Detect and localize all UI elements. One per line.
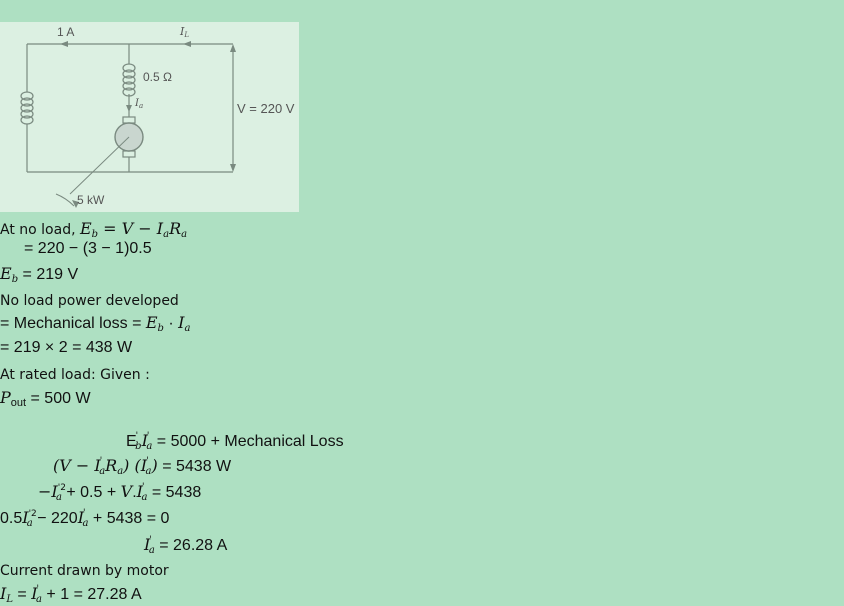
step-220-line: = 220 − (3 − 1)0.5 <box>24 240 152 257</box>
voltage-label: V = 220 V <box>237 101 295 116</box>
il-result-line: IL = I'a + 1 = 27.28 A <box>0 584 142 605</box>
resistance-label: 0.5 Ω <box>143 70 172 84</box>
circuit-schematic <box>20 41 236 208</box>
no-load-power-heading: No load power developed <box>0 293 179 309</box>
equation-5: I'a = 26.28 A <box>144 535 228 556</box>
field-coil-icon <box>20 91 34 125</box>
field-current-label: 1 A <box>57 25 75 39</box>
equation-4: 0.5I'2a − 220I'a + 5438 = 0 <box>0 508 170 529</box>
series-coil-icon <box>122 63 136 97</box>
armature-current-label: Ia <box>135 98 144 110</box>
equation-3: −I'2a + 0.5 + V.I'a = 5438 <box>38 482 202 503</box>
pout-line: Pout = 500 W <box>0 388 91 409</box>
rated-load-heading: At rated load: Given : <box>0 367 150 383</box>
power-label: 5 kW <box>77 193 105 207</box>
equation-1: E'bI'a = 5000 + Mechanical Loss <box>126 431 344 452</box>
current-drawn-heading: Current drawn by motor <box>0 563 169 579</box>
calc-438-line: = 219 × 2 = 438 W <box>0 339 133 356</box>
eb-result-line: Eb = 219 V <box>0 264 79 285</box>
no-load-eb-line: At no load, Eb = V − IaRa <box>0 219 188 240</box>
mech-loss-line: = Mechanical loss = Eb · Ia <box>0 313 191 334</box>
line-current-label: IL <box>180 25 190 39</box>
circuit-diagram: 1 A IL 0.5 Ω Ia V = 220 V 5 kW <box>0 22 299 212</box>
equation-2: (V − I'aRa) (I'a) = 5438 W <box>53 456 232 477</box>
